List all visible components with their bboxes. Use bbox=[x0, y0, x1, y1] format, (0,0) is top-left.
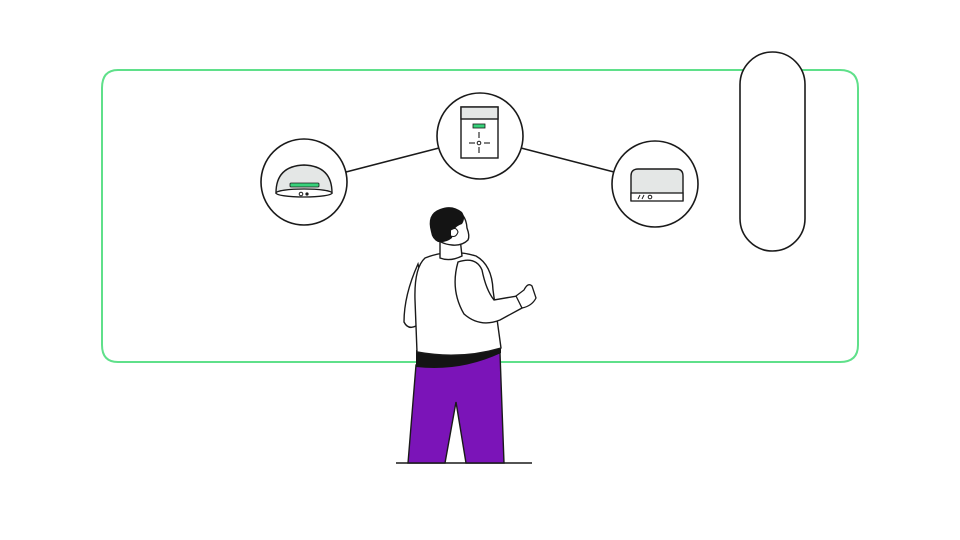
hand bbox=[515, 284, 537, 309]
person-illustration bbox=[396, 207, 537, 464]
wall-unit-icon bbox=[611, 140, 699, 228]
connector-right bbox=[520, 147, 615, 173]
pants bbox=[407, 352, 505, 464]
side-pill bbox=[739, 51, 806, 252]
frame-outline bbox=[101, 69, 859, 363]
ear bbox=[450, 227, 459, 238]
control-panel-icon bbox=[436, 92, 524, 180]
hair bbox=[429, 207, 464, 243]
dome-sensor-icon bbox=[260, 138, 348, 226]
connector-left bbox=[345, 147, 440, 173]
